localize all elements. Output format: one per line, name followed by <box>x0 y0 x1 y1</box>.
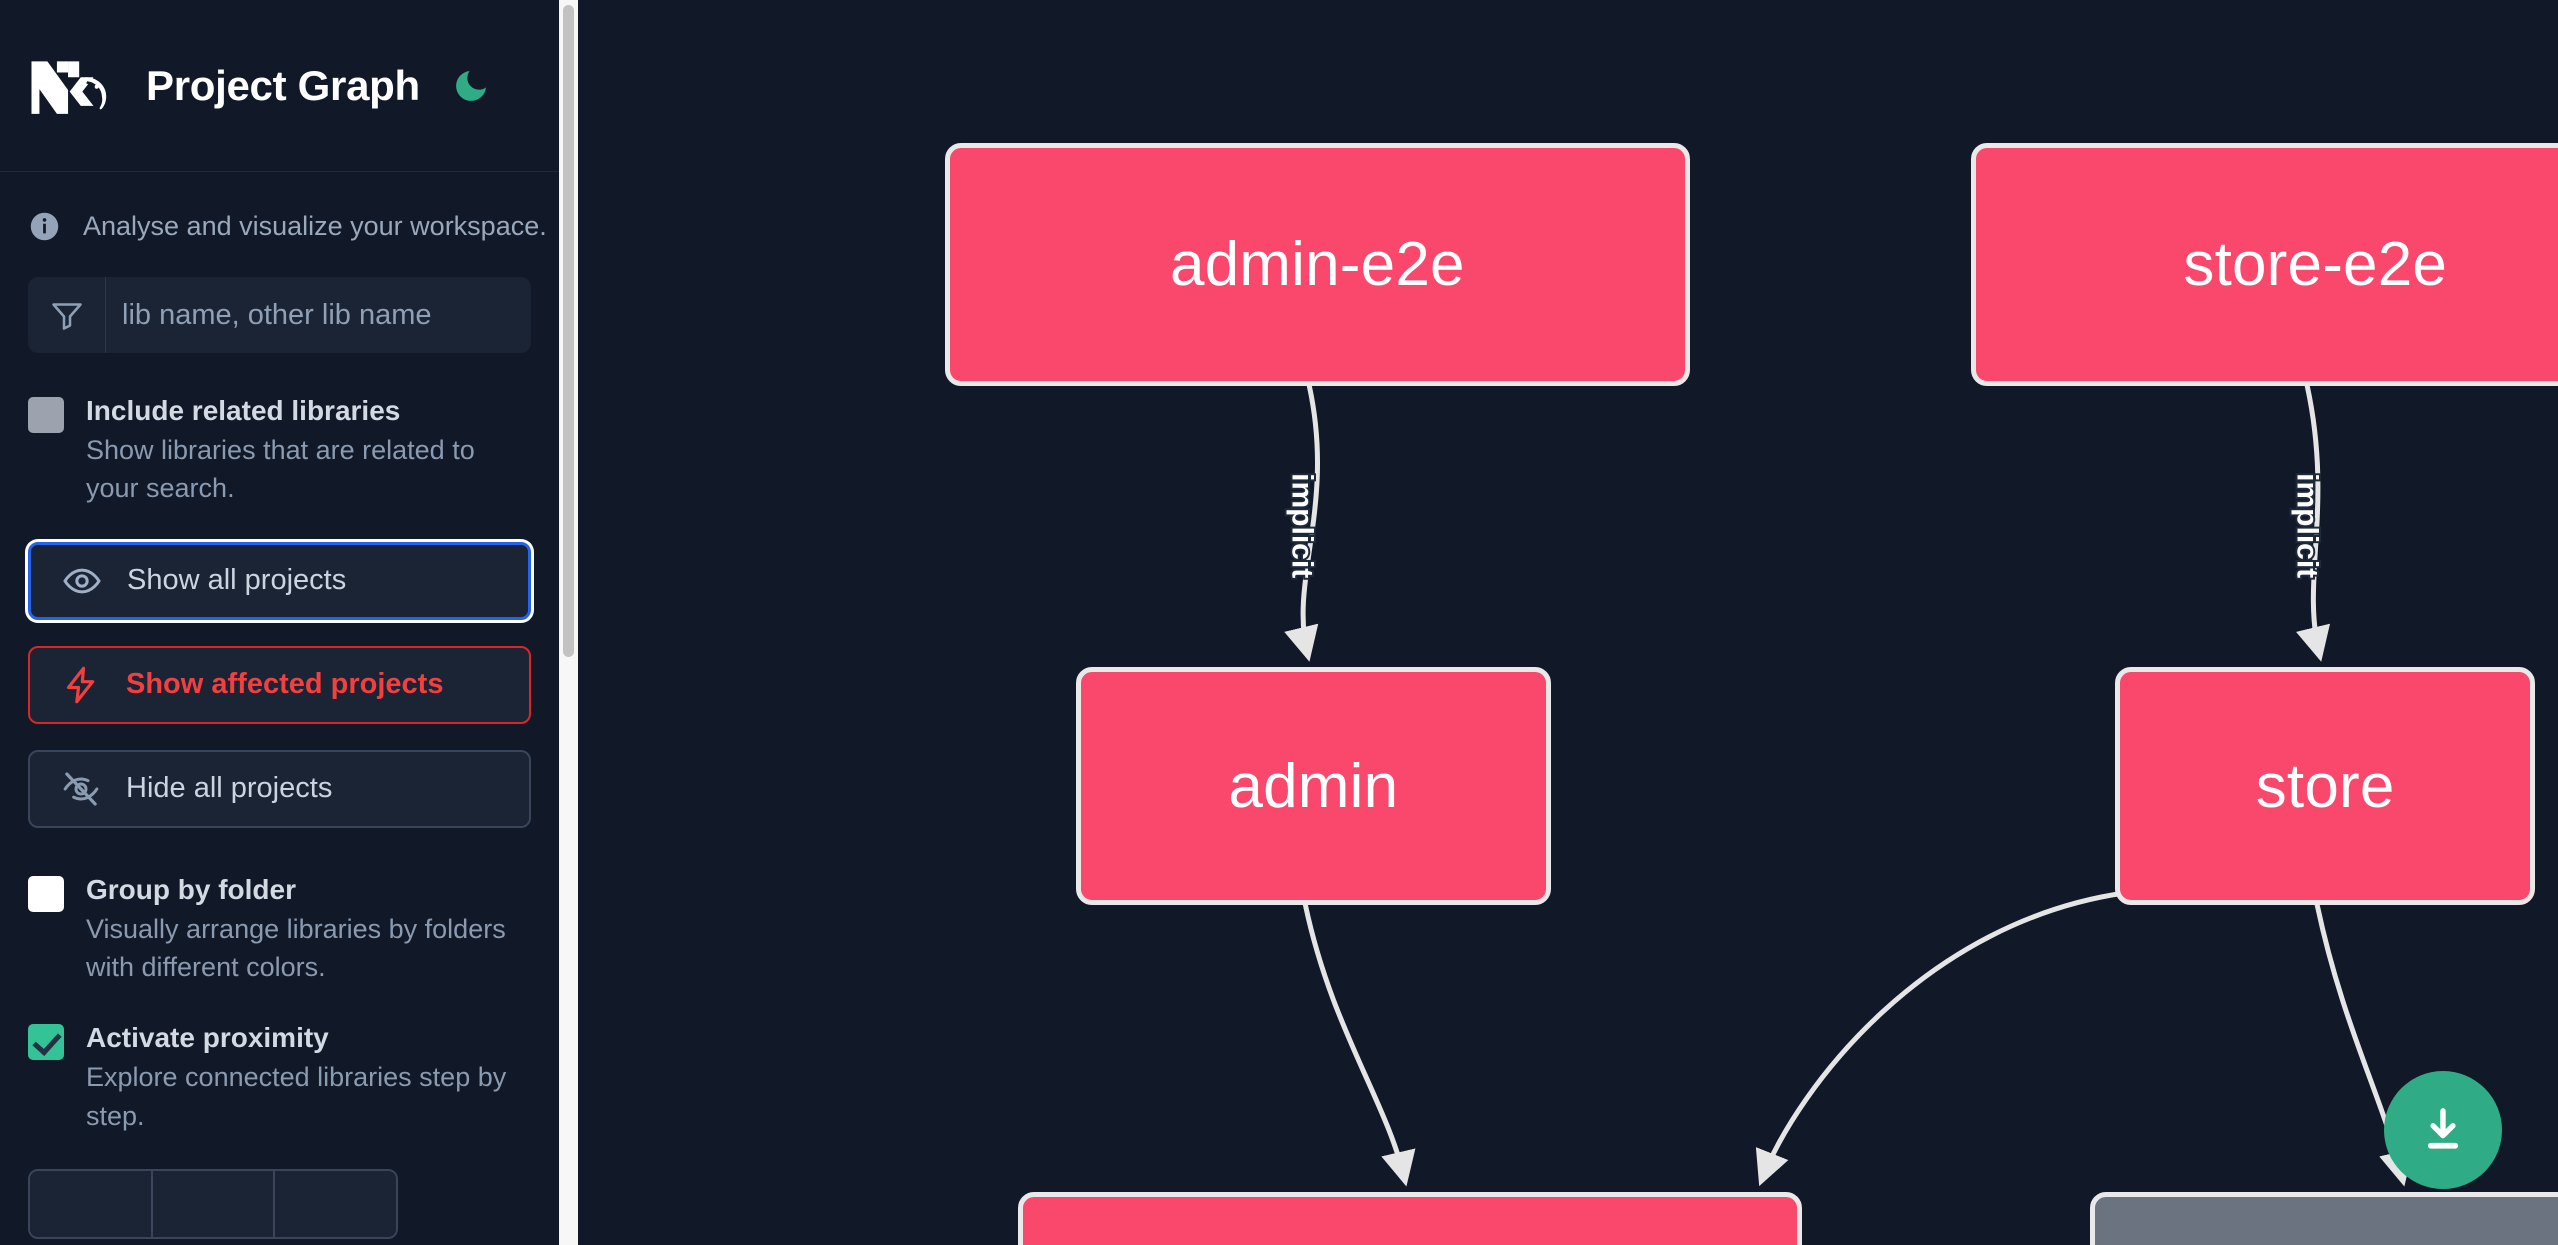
graph-node-label: admin <box>1228 751 1399 821</box>
graph-edge-store-e2e-to-store <box>2296 383 2331 662</box>
lightning-bolt-icon <box>60 664 102 706</box>
include-related-libraries-description: Show libraries that are related to your … <box>86 435 475 504</box>
sidebar-scrollbar-thumb[interactable] <box>563 5 574 657</box>
checkbox-row-activate-proximity[interactable]: Activate proximity Explore connected lib… <box>28 1020 531 1135</box>
show-all-projects-button[interactable]: Show all projects <box>28 541 531 620</box>
show-affected-projects-label: Show affected projects <box>126 668 444 701</box>
group-by-folder-checkbox[interactable] <box>28 875 64 912</box>
search-input[interactable] <box>106 277 531 353</box>
graph-node-admin-e2e[interactable]: admin-e2e <box>945 142 1690 387</box>
segment-3[interactable] <box>275 1170 396 1237</box>
graph-node-admin[interactable]: admin <box>1075 667 1551 905</box>
graph-node-common-ui[interactable]: common-ui <box>1018 1191 1803 1245</box>
checkbox-row-group-by-folder[interactable]: Group by folder Visually arrange librari… <box>28 872 531 987</box>
graph-edge-admin-e2e-to-admin <box>1284 383 1321 662</box>
download-icon <box>2427 1108 2459 1149</box>
nx-logo-icon <box>28 55 124 117</box>
segment-2[interactable] <box>152 1170 276 1237</box>
activate-proximity-description: Explore connected libraries step by step… <box>86 1062 507 1131</box>
checkbox-row-include-related-libraries[interactable]: Include related libraries Show libraries… <box>28 393 531 508</box>
activate-proximity-label: Activate proximity <box>86 1022 329 1054</box>
graph-edge-admin-to-common-ui <box>1302 902 1416 1187</box>
group-by-folder-description: Visually arrange libraries by folders wi… <box>86 913 506 982</box>
graph-node-store[interactable]: store <box>2115 667 2536 905</box>
graph-canvas[interactable]: implicit implicit admin-e2e store-e2e admin… <box>559 0 2558 1245</box>
eye-icon <box>61 560 103 602</box>
show-all-projects-label: Show all projects <box>127 564 347 597</box>
funnel-filter-icon <box>28 277 106 353</box>
graph-node-label: store-e2e <box>2183 229 2448 299</box>
download-graph-button[interactable] <box>2384 1071 2502 1189</box>
page-title: Project Graph <box>146 61 420 109</box>
graph-edge-label: implicit <box>2290 473 2323 578</box>
eye-off-icon <box>60 768 102 810</box>
project-visibility-buttons: Show all projects Show affected projects <box>28 541 531 828</box>
graph-node-store-e2e[interactable]: store-e2e <box>1970 142 2558 387</box>
proximity-segmented-control[interactable] <box>28 1168 398 1239</box>
sidebar: Project Graph Analyse and visualize your… <box>0 0 559 1245</box>
include-related-libraries-label: Include related libraries <box>86 395 401 426</box>
graph-edges-layer: implicit implicit <box>1283 383 2414 1187</box>
graph-node-label: admin-e2e <box>1169 229 1465 299</box>
hide-all-projects-button[interactable]: Hide all projects <box>28 749 531 828</box>
info-circle-icon <box>28 210 61 243</box>
show-affected-projects-button[interactable]: Show affected projects <box>28 645 531 724</box>
graph-node-label: store <box>2255 751 2395 821</box>
workspace-info-text: Analyse and visualize your workspace. <box>83 211 547 241</box>
hide-all-projects-label: Hide all projects <box>126 772 333 805</box>
segment-1[interactable] <box>30 1170 153 1237</box>
workspace-info: Analyse and visualize your workspace. <box>0 172 559 277</box>
group-by-folder-label: Group by folder <box>86 873 296 905</box>
sidebar-header: Project Graph <box>0 0 559 172</box>
graph-edge-store-to-common-ui <box>1755 890 2128 1187</box>
filter-field[interactable] <box>28 277 531 353</box>
graph-edge-label: implicit <box>1285 473 1318 578</box>
graph-node-products[interactable]: products <box>2089 1191 2558 1245</box>
sidebar-body: Include related libraries Show libraries… <box>0 277 559 1239</box>
activate-proximity-checkbox[interactable] <box>28 1024 64 1061</box>
include-related-libraries-checkbox[interactable] <box>28 397 64 433</box>
moon-icon[interactable] <box>450 65 492 107</box>
